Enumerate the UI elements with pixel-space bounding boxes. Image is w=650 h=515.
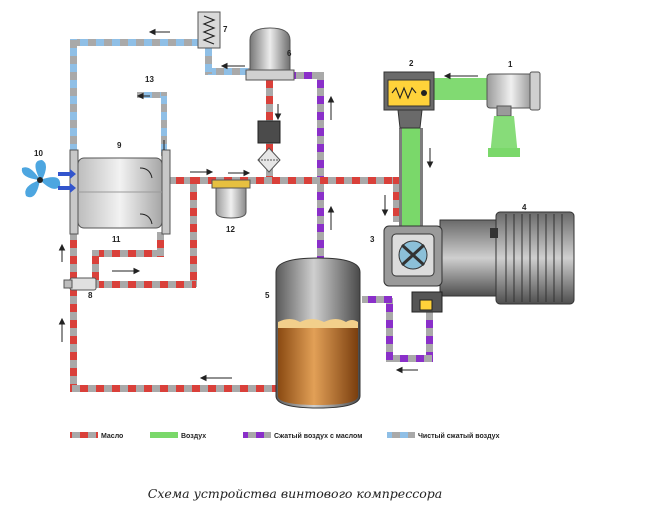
arrow-6-right-up <box>327 95 335 120</box>
label-7: 7 <box>223 25 228 34</box>
pipe-oil-main-horizontal <box>166 177 399 184</box>
arrow-top-left <box>148 28 170 36</box>
label-9: 9 <box>117 141 122 150</box>
pipe-oil-bottom <box>70 385 280 392</box>
pipe-oil-right-down <box>393 177 400 222</box>
pipe-airoil-to-tank <box>362 296 392 303</box>
arrow-6-7 <box>220 62 245 70</box>
pipe-air-intake <box>430 78 490 100</box>
label-8: 8 <box>88 291 93 300</box>
legend-air: Воздух <box>150 432 206 440</box>
pipe-airoil-down <box>317 72 324 260</box>
pipe-air-down <box>402 128 420 238</box>
component-8-thermo-valve <box>63 277 97 291</box>
component-1-air-filter <box>486 71 541 157</box>
pipe-oil-8-link <box>92 250 99 288</box>
component-5-receiver <box>275 257 361 409</box>
pipe-airoil-bottom <box>392 355 433 362</box>
pipe-air-down-edge-r <box>420 128 423 238</box>
component-12-oil-filter <box>211 179 251 219</box>
pipe-oil-left-up <box>70 232 77 392</box>
arrow-bottom-left <box>199 374 232 382</box>
arrow-8-right <box>112 267 141 275</box>
arrow-oil-down-6 <box>274 104 282 121</box>
arrow-intake <box>443 72 478 80</box>
arrow-oil-right-down <box>381 195 389 217</box>
component-2-intake-valve <box>383 71 435 129</box>
pipe-oil-cooler-to-8 <box>92 250 164 257</box>
label-5: 5 <box>265 291 270 300</box>
component-6-separator <box>245 27 295 81</box>
arrow-left-up-2 <box>58 243 66 262</box>
pipe-clean-6-7 <box>205 68 255 75</box>
arrow-purple-up <box>327 205 335 230</box>
pipe-clean-left-down <box>70 39 77 157</box>
pipe-airoil-up <box>386 298 393 362</box>
pipe-clean-top <box>70 39 200 46</box>
caption: Схема устройства винтового компрессора <box>147 486 443 501</box>
label-6: 6 <box>287 49 292 58</box>
arrow-oil-main-right <box>228 169 251 177</box>
label-4: 4 <box>522 203 527 212</box>
label-11: 11 <box>112 235 121 244</box>
pipe-oil-8-right <box>92 281 196 288</box>
flow-arrows <box>58 28 478 382</box>
legend-oil-label: Масло <box>101 433 123 440</box>
arrow-left-up <box>58 317 66 342</box>
component-4-motor <box>439 211 575 305</box>
arrow-air-down <box>426 148 434 169</box>
component-10-fan <box>21 160 76 198</box>
arrow-13 <box>136 92 150 100</box>
arrow-oil-left-right <box>190 168 214 176</box>
pipe-13-down <box>161 92 167 156</box>
legend-oil: Масло <box>70 432 123 440</box>
pipe-oil-cooler-down <box>157 232 164 257</box>
label-2: 2 <box>409 59 414 68</box>
legend-clean-air: Чистый сжатый воздух <box>387 432 500 440</box>
legend: Масло Воздух Сжатый воздух с маслом Чист… <box>70 432 500 440</box>
component-3-screw-block <box>383 225 443 313</box>
label-3: 3 <box>370 235 375 244</box>
pipe-air-down-edge <box>399 128 402 238</box>
label-12: 12 <box>226 225 235 234</box>
label-10: 10 <box>34 149 43 158</box>
pipe-clean-7-down <box>205 46 212 74</box>
label-13: 13 <box>145 75 154 84</box>
arrow-purple-bottom <box>395 366 418 374</box>
pipe-13-outlet <box>137 92 167 98</box>
label-1: 1 <box>508 60 513 69</box>
component-7-aftercooler <box>197 11 221 49</box>
legend-air-oil: Сжатый воздух с маслом <box>243 432 362 440</box>
component-9-cooler <box>69 140 171 235</box>
legend-air-label: Воздух <box>181 433 206 440</box>
pipe-airoil-6-right <box>287 72 323 79</box>
pipe-oil-12-down <box>190 177 197 287</box>
component-oil-filter <box>257 120 281 173</box>
legend-air-oil-label: Сжатый воздух с маслом <box>274 432 362 440</box>
number-labels: 1 2 3 4 5 6 7 8 9 10 11 12 13 <box>34 25 527 300</box>
pipe-airoil-comp-down <box>426 300 433 362</box>
legend-clean-air-label: Чистый сжатый воздух <box>418 432 500 440</box>
